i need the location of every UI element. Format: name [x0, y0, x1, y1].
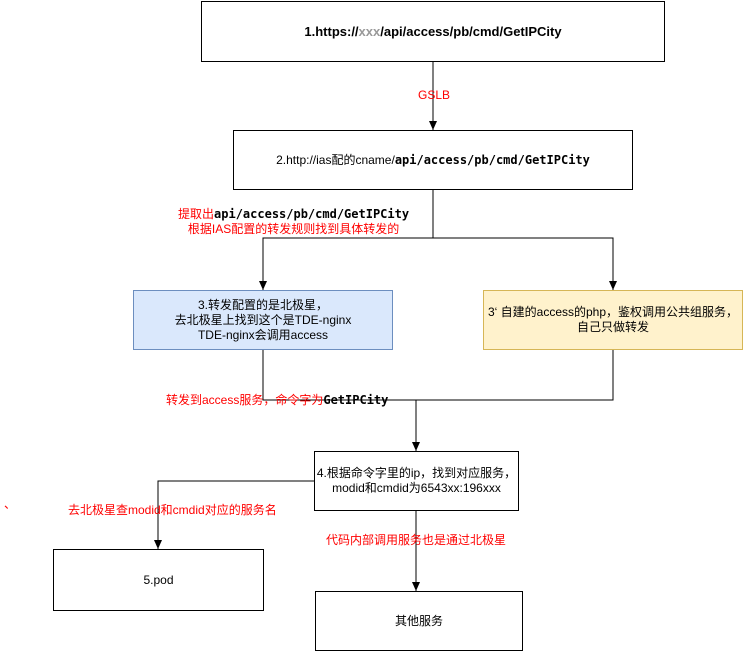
- url-path: /api/access/pb/cmd/GetIPCity: [380, 24, 562, 39]
- node-pod-text: 5.pod: [143, 572, 174, 587]
- edge-label-gslb: GSLB: [418, 88, 451, 102]
- polaris-forward-line1: 3.转发配置的是北极星，: [197, 297, 328, 312]
- node-request-url-text: 1.https://xxx/api/access/pb/cmd/GetIPCit…: [304, 24, 561, 39]
- edge-label-extract-line1: 提取出api/access/pb/cmd/GetIPCity: [178, 207, 409, 222]
- node-other-services-text: 其他服务: [394, 613, 443, 628]
- edge-label-internal-call: 代码内部调用服务也是通过北极星: [326, 533, 507, 547]
- node-pod: 5.pod: [53, 549, 264, 611]
- connector-node3-node4: [262, 350, 420, 451]
- connector-node2-node3: [259, 190, 434, 290]
- polaris-forward-line2: 去北极星上找到这个是TDE-nginx: [174, 312, 352, 327]
- self-built-access-line2: 自己只做转发: [576, 320, 649, 334]
- url-masked-host: xxx: [358, 24, 381, 39]
- edge-label-forward: 转发到access服务，命令字为GetIPCity: [166, 393, 388, 408]
- ias-cname-path: api/access/pb/cmd/GetIPCity: [394, 152, 590, 167]
- self-built-access-line1: 3‘ 自建的access的php，鉴权调用公共组服务，: [487, 305, 739, 319]
- node-resolve-service-text: 4.根据命令字里的ip，找到对应服务， modid和cmdid为6543xx:1…: [317, 466, 516, 496]
- resolve-service-line2: modid和cmdid为6543xx:196xxx: [332, 481, 501, 495]
- polaris-forward-line3: TDE-nginx会调用access: [197, 327, 329, 342]
- connector-node4-node5: [154, 480, 314, 549]
- node-resolve-service: 4.根据命令字里的ip，找到对应服务， modid和cmdid为6543xx:1…: [314, 451, 519, 511]
- extract-prefix: 提取出: [178, 207, 215, 221]
- node-self-built-access: 3‘ 自建的access的php，鉴权调用公共组服务， 自己只做转发: [483, 290, 743, 350]
- node-ias-cname-text: 2.http://ias配的cname/api/access/pb/cmd/Ge…: [276, 153, 590, 168]
- node-self-built-access-text: 3‘ 自建的access的php，鉴权调用公共组服务， 自己只做转发: [488, 305, 738, 335]
- node-request-url: 1.https://xxx/api/access/pb/cmd/GetIPCit…: [201, 1, 665, 62]
- forward-prefix: 转发到access服务，命令字为: [166, 393, 324, 407]
- edge-label-polaris-lookup: 去北极星查modid和cmdid对应的服务名: [68, 503, 277, 517]
- connector-node2-node3b: [433, 237, 617, 290]
- edge-label-extract-line2: 根据IAS配置的转发规则找到具体转发的: [187, 222, 400, 236]
- node-ias-cname: 2.http://ias配的cname/api/access/pb/cmd/Ge…: [233, 130, 633, 190]
- edge-label-extract: 提取出api/access/pb/cmd/GetIPCity 根据IAS配置的转…: [178, 207, 409, 237]
- connector-node3b-node4: [416, 350, 614, 401]
- node-other-services: 其他服务: [315, 591, 523, 651]
- node-polaris-forward-text: 3.转发配置的是北极星， 去北极星上找到这个是TDE-nginx TDE-ngi…: [175, 298, 352, 343]
- node-polaris-forward: 3.转发配置的是北极星， 去北极星上找到这个是TDE-nginx TDE-ngi…: [133, 290, 393, 350]
- stray-mark: 、: [4, 497, 17, 511]
- forward-cmd: GetIPCity: [323, 393, 389, 407]
- ias-cname-prefix: 2.http://ias配的cname/: [276, 152, 395, 167]
- url-prefix: 1.https://: [304, 24, 359, 39]
- resolve-service-line1: 4.根据命令字里的ip，找到对应服务，: [316, 466, 517, 480]
- extract-path: api/access/pb/cmd/GetIPCity: [214, 207, 410, 221]
